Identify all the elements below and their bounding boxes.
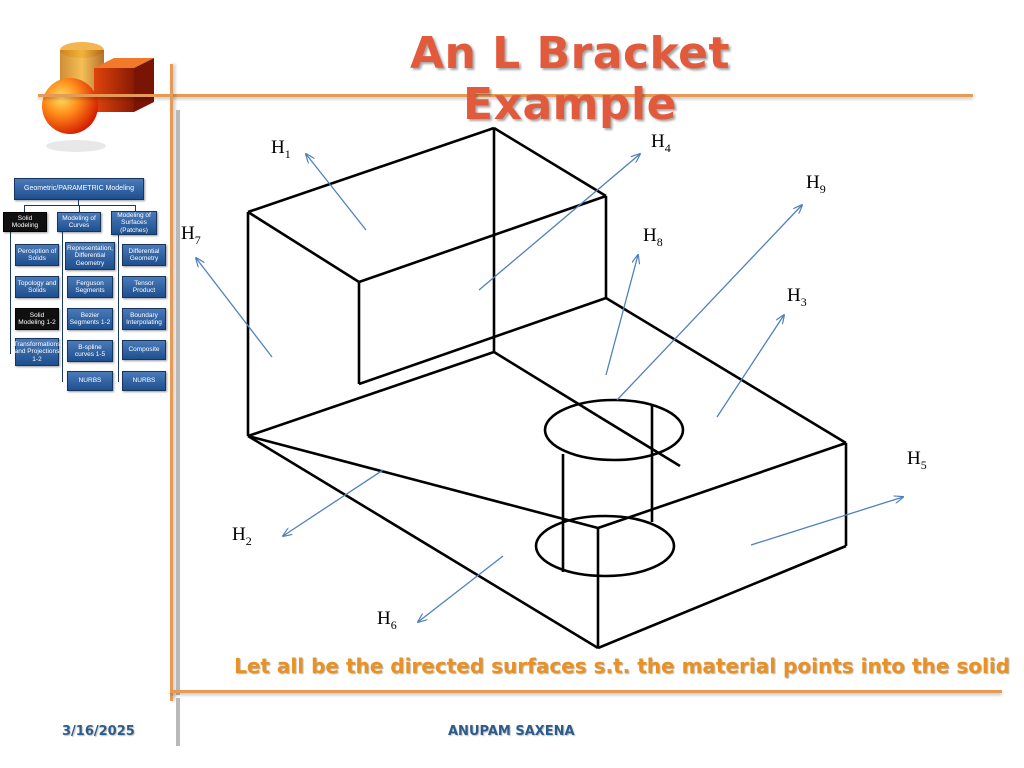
connector	[62, 232, 63, 382]
normal-arrow-h6	[418, 555, 504, 622]
label-sub: 4	[664, 140, 671, 155]
bracket-edges	[246, 126, 848, 650]
label-h2: H2	[232, 524, 252, 549]
connector	[24, 205, 136, 206]
label-sub: 2	[245, 533, 252, 548]
normal-arrow-h9	[616, 205, 802, 401]
left-rule-shadow	[176, 110, 180, 695]
surface-normal-arrows	[196, 154, 903, 622]
label-h3: H3	[787, 285, 807, 310]
connector	[79, 205, 80, 212]
normal-arrow-h2	[283, 469, 384, 536]
map-bspline-curves[interactable]: B-spline curves 1-5	[67, 340, 113, 362]
connector	[118, 232, 119, 382]
footer-date: 3/16/2025	[62, 724, 135, 739]
map-representation[interactable]: Representation, Differential Geometry	[65, 242, 115, 270]
label-base: H	[643, 225, 657, 246]
label-base: H	[377, 608, 391, 629]
label-h7: H7	[181, 223, 201, 248]
map-root[interactable]: Geometric/PARAMETRIC Modeling	[14, 178, 144, 200]
label-h9: H9	[806, 172, 826, 197]
label-h8: H8	[643, 225, 663, 250]
map-composite[interactable]: Composite	[122, 340, 166, 360]
label-h1: H1	[271, 137, 291, 162]
connector	[78, 200, 79, 205]
label-base: H	[806, 172, 820, 193]
map-nurbs-surfaces[interactable]: NURBS	[122, 371, 166, 391]
normal-arrow-h7	[196, 258, 273, 358]
normal-arrow-h8	[605, 255, 638, 376]
map-bezier-segments[interactable]: Bezier Segments 1-2	[67, 308, 113, 330]
label-base: H	[232, 524, 246, 545]
slide-caption: Let all be the directed surfaces s.t. th…	[234, 654, 1010, 678]
label-sub: 5	[920, 457, 927, 472]
label-h5: H5	[907, 448, 927, 473]
map-boundary-interpolating[interactable]: Boundary Interpolating	[122, 308, 166, 330]
map-solid-modeling-1-2[interactable]: Solid Modeling 1-2	[15, 308, 59, 330]
slide-title: An L Bracket Example	[409, 28, 730, 130]
label-base: H	[907, 448, 921, 469]
label-base: H	[181, 223, 195, 244]
connector	[135, 205, 136, 212]
normal-arrow-h1	[306, 154, 367, 231]
map-perception-of-solids[interactable]: Perception of Solids	[15, 244, 59, 266]
map-modeling-of-curves[interactable]: Modeling of Curves	[57, 212, 101, 232]
label-sub: 6	[390, 617, 397, 632]
label-sub: 9	[819, 181, 826, 196]
footer-author: ANUPAM SAXENA	[448, 724, 575, 739]
normal-arrow-h5	[750, 497, 903, 546]
connector	[24, 205, 25, 212]
connector	[10, 232, 11, 354]
left-rule	[170, 64, 173, 701]
map-differential-geometry[interactable]: Differential Geometry	[122, 244, 166, 266]
map-modeling-of-surfaces[interactable]: Modeling of Surfaces (Patches)	[111, 211, 157, 235]
map-topology-and-solids[interactable]: Topology and Solids	[15, 276, 59, 298]
label-h6: H6	[377, 608, 397, 633]
top-rule	[38, 94, 973, 97]
map-solid-modeling[interactable]: Solid Modeling	[3, 212, 47, 232]
footer-divider	[176, 698, 180, 746]
label-sub: 7	[194, 232, 201, 247]
map-ferguson-segments[interactable]: Ferguson Segments	[67, 276, 113, 298]
map-transformations[interactable]: Transformations and Projections 1-2	[14, 338, 60, 366]
label-h4: H4	[651, 131, 671, 156]
label-sub: 8	[656, 234, 663, 249]
label-base: H	[271, 137, 285, 158]
map-tensor-product[interactable]: Tensor Product	[122, 276, 166, 298]
bottom-rule	[170, 690, 1002, 693]
label-sub: 3	[800, 294, 807, 309]
label-base: H	[651, 131, 665, 152]
label-sub: 1	[284, 146, 291, 161]
normal-arrow-h3	[716, 315, 784, 418]
label-base: H	[787, 285, 801, 306]
map-nurbs-curves[interactable]: NURBS	[67, 371, 113, 391]
normal-arrow-h4	[478, 154, 640, 291]
